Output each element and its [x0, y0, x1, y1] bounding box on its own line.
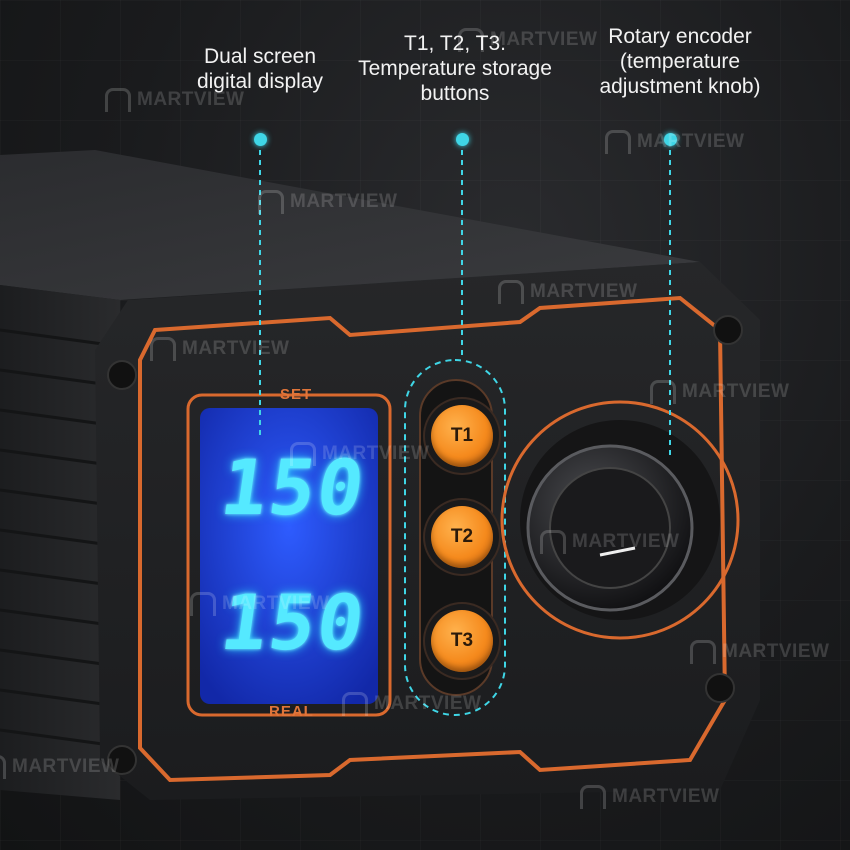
watermark: MARTVIEW: [105, 88, 244, 112]
orange-trim: [138, 295, 728, 783]
watermark: MARTVIEW: [605, 130, 744, 154]
watermark: MARTVIEW: [458, 28, 597, 52]
watermark: MARTVIEW: [150, 337, 289, 361]
watermark: MARTVIEW: [0, 755, 119, 779]
real-label: REAL: [269, 703, 314, 720]
heat-fins: [0, 328, 111, 747]
set-label: SET: [280, 386, 313, 403]
watermark: MARTVIEW: [580, 785, 719, 809]
callout-dot-buttons: [456, 133, 469, 146]
device-top: [0, 150, 700, 300]
callout-dot-display: [254, 133, 267, 146]
t3-button: T3: [431, 610, 493, 672]
watermark: MARTVIEW: [650, 380, 789, 404]
lcd-screen: [200, 408, 378, 704]
watermark: MARTVIEW: [498, 280, 637, 304]
callout-dot-encoder: [664, 133, 677, 146]
watermark: MARTVIEW: [258, 190, 397, 214]
watermark: MARTVIEW: [190, 592, 329, 616]
watermark: MARTVIEW: [540, 530, 679, 554]
t1-button: T1: [431, 405, 493, 467]
watermark: MARTVIEW: [690, 640, 829, 664]
watermark: MARTVIEW: [342, 692, 481, 716]
t2-button: T2: [431, 506, 493, 568]
watermark: MARTVIEW: [290, 442, 429, 466]
